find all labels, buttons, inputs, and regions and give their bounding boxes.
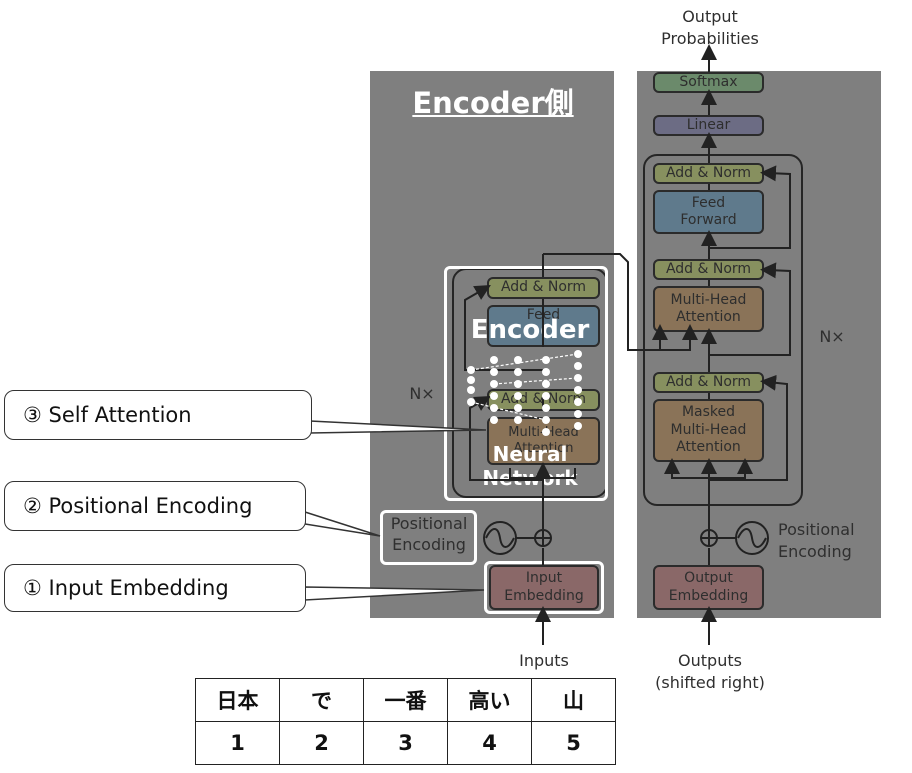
token-id-row: 1 2 3 4 5 [195, 721, 616, 765]
token-id-cell: 3 [363, 721, 448, 765]
token-id-cell: 4 [447, 721, 532, 765]
token-cell: 日本 [195, 678, 280, 722]
encoder-side-title: Encoder側 [412, 86, 574, 120]
token-id-cell: 5 [531, 721, 616, 765]
inputs-label: Inputs [519, 651, 569, 670]
token-cell: で [279, 678, 364, 722]
token-id-cell: 1 [195, 721, 280, 765]
token-id-cell: 2 [279, 721, 364, 765]
encoder-add-norm-top: Add & Norm [487, 277, 600, 299]
decoder-layer-frame [643, 154, 803, 506]
token-table: 日本 で 一番 高い 山 1 2 3 4 5 [195, 678, 616, 765]
nn-dots [467, 350, 582, 436]
callout-self-attention: ③ Self Attention [4, 390, 312, 440]
token-cell: 山 [531, 678, 616, 722]
decoder-panel [637, 71, 881, 618]
encoder-highlight-label: Encoder [470, 315, 590, 345]
decoder-add-norm-2: Add & Norm [653, 259, 764, 280]
positional-encoding-highlight [380, 510, 477, 565]
decoder-nx-label: N× [819, 327, 845, 346]
decoder-add-norm-1: Add & Norm [653, 163, 764, 184]
token-row: 日本 で 一番 高い 山 [195, 678, 616, 722]
token-cell: 高い [447, 678, 532, 722]
outputs-label: Outputs(shifted right) [655, 651, 765, 692]
callout-positional-encoding: ② Positional Encoding [4, 481, 306, 531]
token-cell: 一番 [363, 678, 448, 722]
encoder-highlight-box [444, 266, 608, 501]
encoder-nx-label: N× [409, 384, 435, 403]
callout-input-embedding: ① Input Embedding [4, 564, 306, 612]
